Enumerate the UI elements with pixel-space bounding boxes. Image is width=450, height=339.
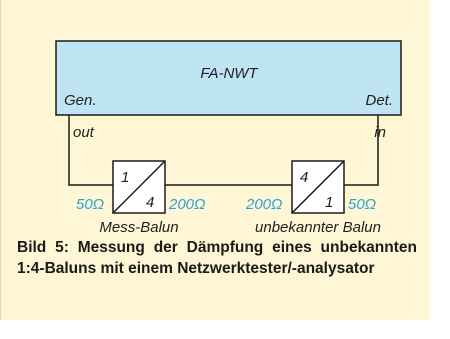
unknown-balun-diagonal [291, 160, 345, 214]
mess-balun-diagonal [112, 160, 166, 214]
out-label: out [73, 124, 95, 141]
mess-balun-impedance-out: 200Ω [168, 196, 205, 213]
unknown-balun-impedance-in: 200Ω [245, 196, 282, 213]
figure-caption: Bild 5: Messung der Dämpfung eines unbek… [17, 239, 417, 277]
unknown-balun-caption: unbekannter Balun [255, 219, 381, 236]
generator-port-label: Gen. [64, 92, 97, 109]
mess-balun-ratio-top: 1 [121, 169, 129, 186]
wire-balun-to-in [344, 115, 379, 186]
device-name: FA-NWT [200, 65, 259, 82]
wire-out-to-mess-balun [68, 115, 113, 186]
unknown-balun-impedance-out: 50Ω [348, 196, 376, 213]
mess-balun-ratio-bottom: 4 [146, 194, 154, 211]
mess-balun: 1 4 [112, 160, 166, 214]
unknown-balun: 4 1 [291, 160, 345, 214]
mess-balun-impedance-in: 50Ω [76, 196, 104, 213]
in-label: in [374, 124, 386, 141]
unknown-balun-ratio-bottom: 1 [325, 194, 333, 211]
detector-port-label: Det. [365, 92, 393, 109]
mess-balun-caption: Mess-Balun [99, 219, 178, 236]
network-analyzer-box [55, 40, 402, 116]
unknown-balun-ratio-top: 4 [300, 169, 308, 186]
